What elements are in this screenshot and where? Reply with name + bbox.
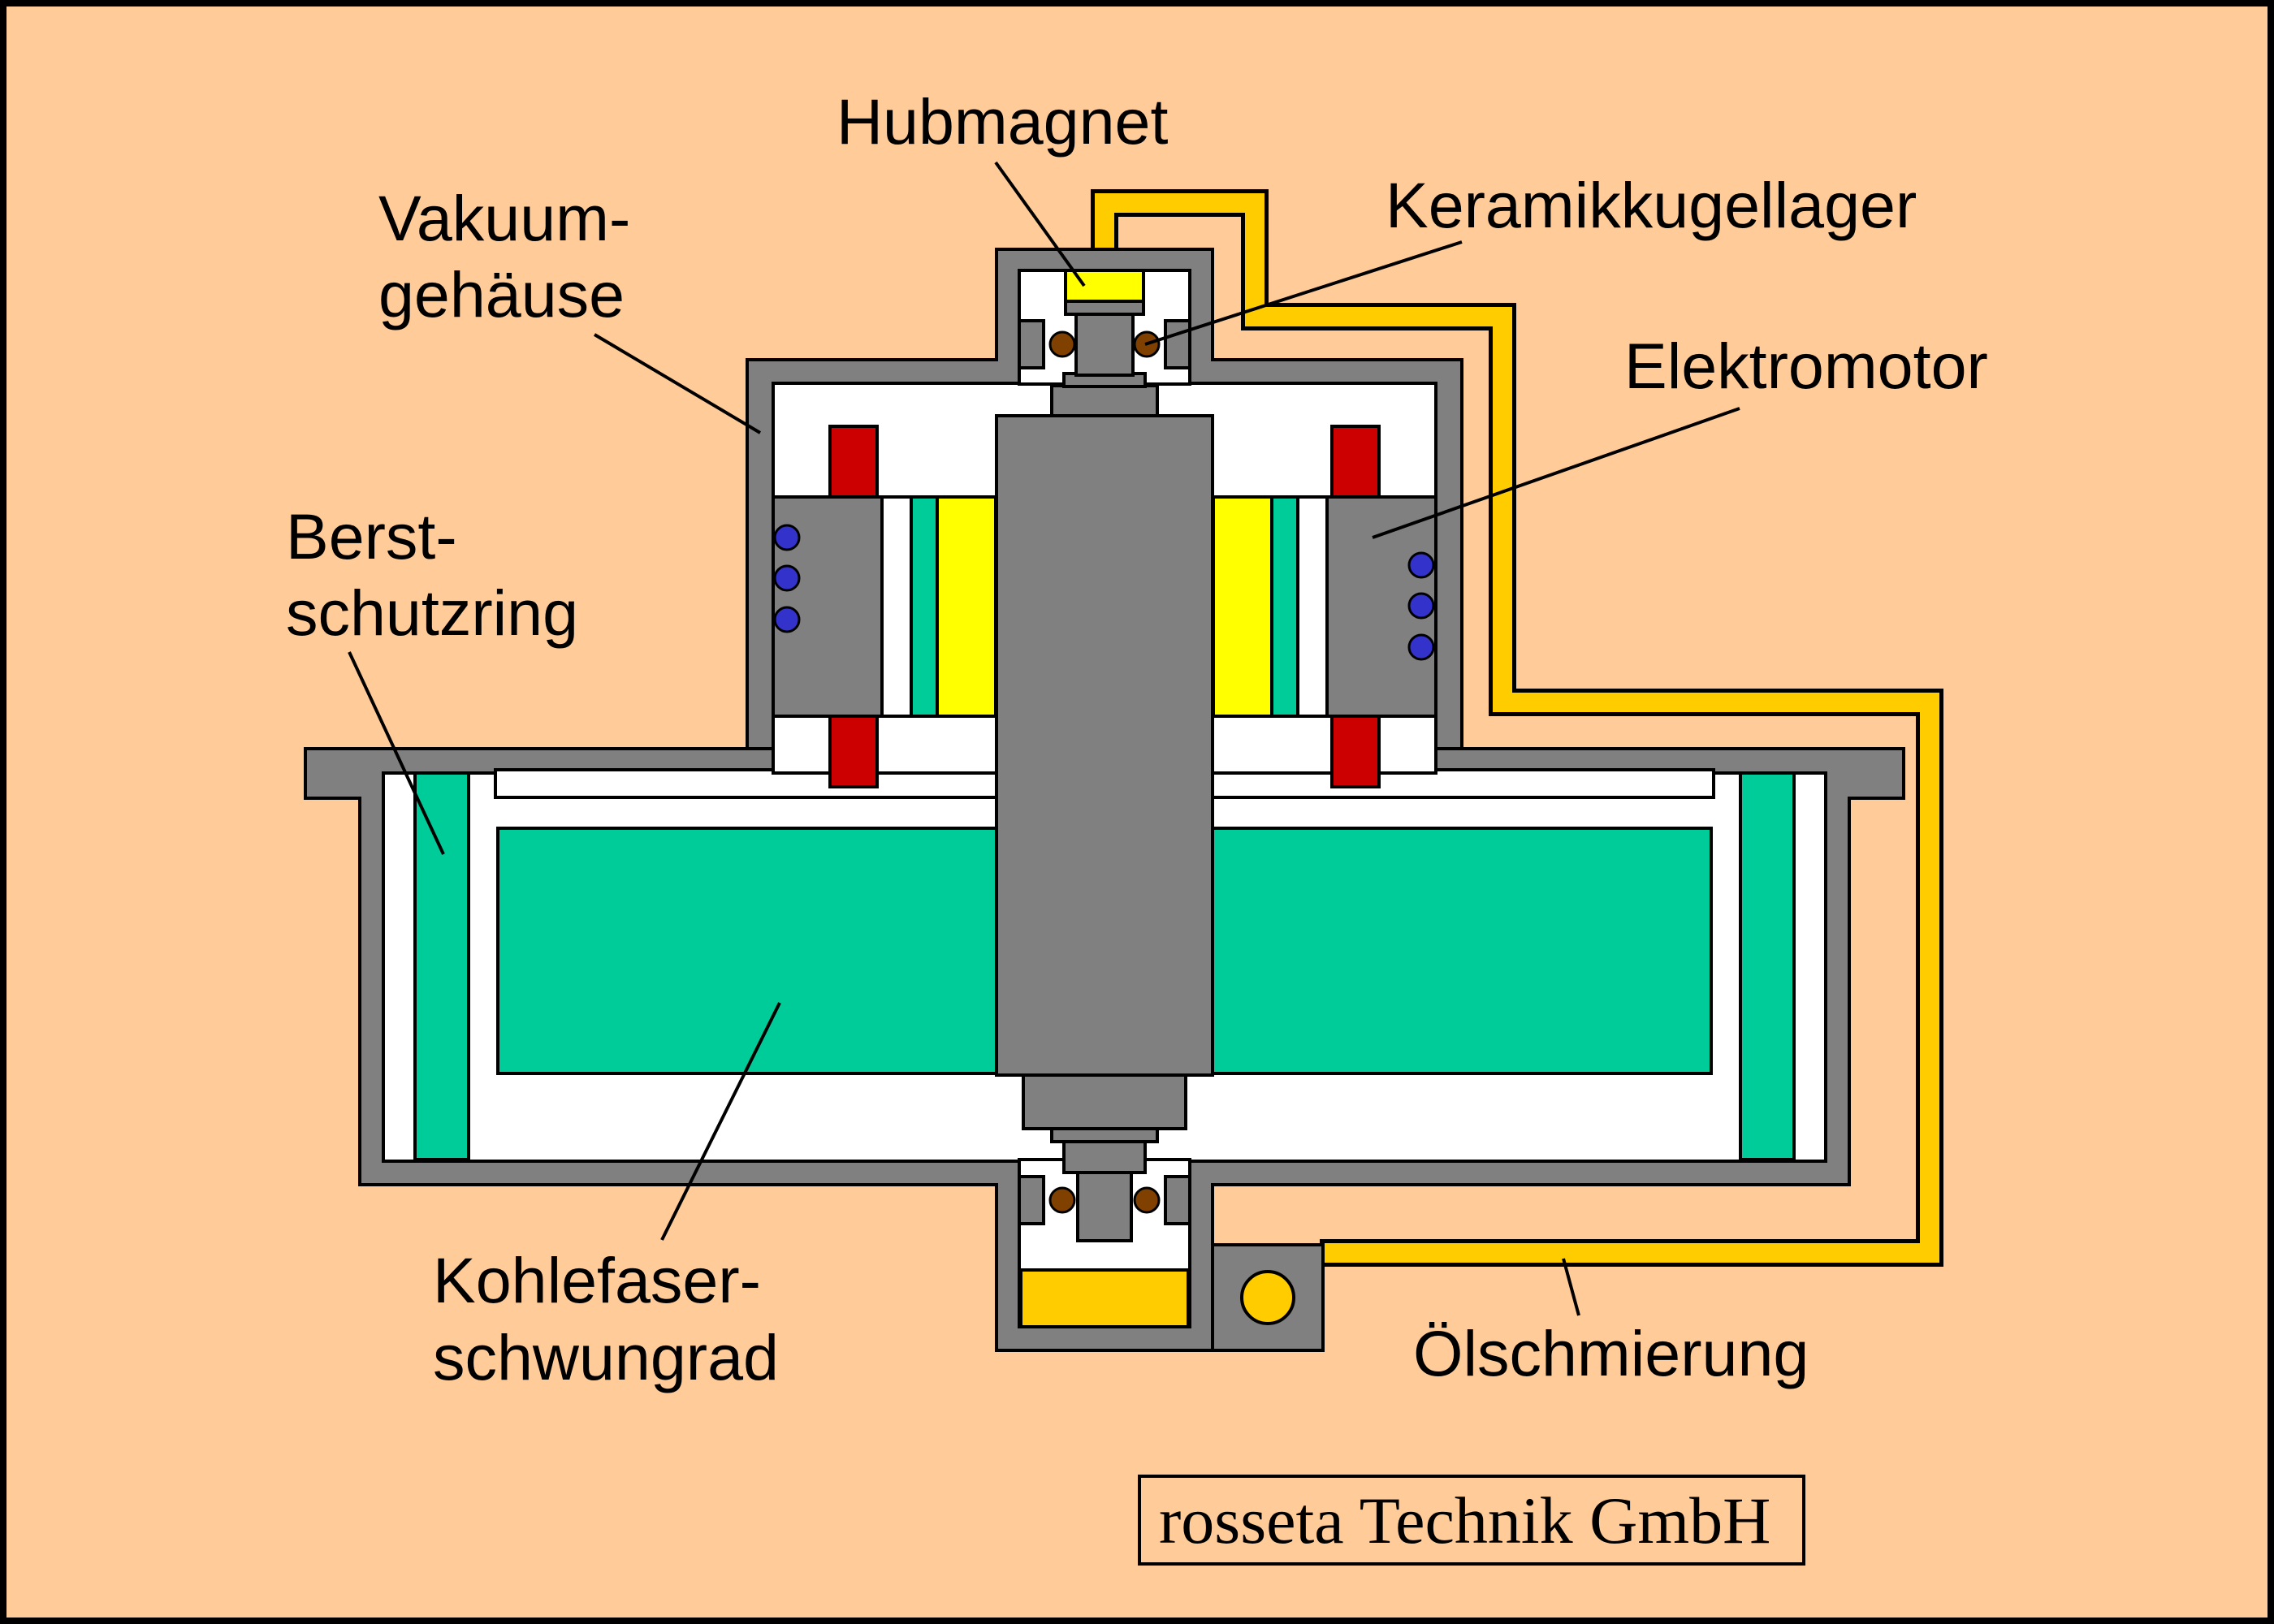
coil-top-right (1330, 425, 1381, 499)
label-elektromotor: Elektromotor (1624, 330, 1988, 402)
label-berst-line1: Berst- (286, 500, 457, 572)
coil-bottom-left (828, 715, 879, 788)
oil-pipe (1091, 189, 1943, 1267)
label-berst-line2: schutzring (286, 577, 578, 649)
credit-text: rosseta Technik GmbH (1159, 1484, 1770, 1557)
rotor-shaft (995, 414, 1214, 1077)
air-gap-right (1296, 495, 1329, 718)
label-vakuum-line1: Vakuum- (378, 182, 630, 254)
shaft-journal-top (1074, 313, 1135, 377)
label-keramikkugellager: Keramikkugellager (1386, 169, 1917, 241)
bottom-bearing (1018, 1175, 1191, 1225)
label-kohlefaser-line2: schwungrad (433, 1321, 779, 1393)
label-kohlefaser-line1: Kohlefaser- (433, 1244, 761, 1316)
shaft-collar-top (1050, 384, 1159, 417)
label-oelschmierung: Ölschmierung (1413, 1317, 1809, 1389)
motor-magnet-left (936, 495, 997, 718)
shaft-journal-bottom (1076, 1171, 1133, 1242)
shaft-collar-bottom (1022, 1073, 1187, 1130)
motor-magnet-right (1212, 495, 1273, 718)
shaft-step-bottom (1050, 1127, 1159, 1143)
top-bearing (1018, 319, 1191, 369)
burst-ring-left (413, 771, 470, 1161)
shaft-flange-bottom (1062, 1140, 1147, 1174)
rotor-sleeve-left (910, 495, 939, 718)
label-vakuum-line2: gehäuse (378, 258, 625, 330)
oil-reservoir (1019, 1268, 1190, 1328)
air-gap-left (880, 495, 913, 718)
credit-box (1138, 1475, 1805, 1566)
leader-lines (348, 161, 1740, 1316)
coil-top-left (828, 425, 879, 499)
label-hubmagnet: Hubmagnet (837, 85, 1168, 158)
lifting-magnet-plate (1064, 300, 1145, 316)
coil-bottom-right (1330, 715, 1381, 788)
oil-pump-rotor (1240, 1270, 1295, 1325)
windings (773, 524, 1435, 661)
burst-ring-right (1739, 771, 1796, 1161)
oil-pump-housing (1211, 1243, 1325, 1352)
rotor-sleeve-right (1270, 495, 1299, 718)
